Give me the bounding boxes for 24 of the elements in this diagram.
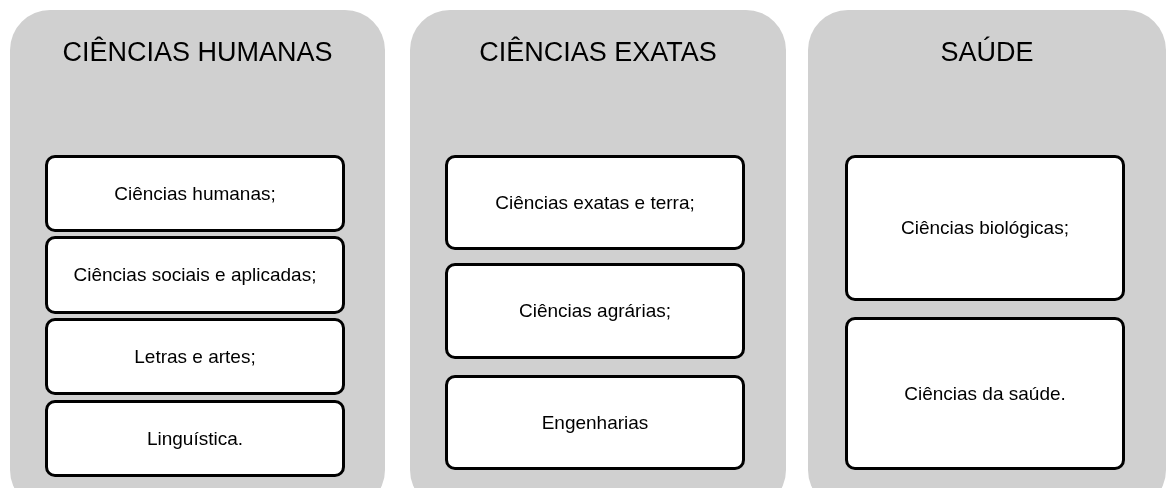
- item-box: [445, 155, 745, 250]
- panel-heading: CIÊNCIAS EXATAS: [478, 36, 718, 69]
- item-label: Ciências biológicas;: [901, 216, 1069, 240]
- item-box: [845, 317, 1125, 470]
- item-label: Ciências exatas e terra;: [495, 190, 695, 215]
- item-label: Ciências agrárias;: [518, 299, 672, 323]
- item-label: Linguística.: [146, 426, 244, 451]
- item-label: Letras e artes;: [134, 344, 256, 369]
- item-box: [445, 263, 745, 359]
- item-label: Engenharias: [541, 410, 649, 435]
- item-label: Ciências sociais e aplicadas;: [73, 263, 317, 287]
- category-panel: [808, 10, 1166, 488]
- category-panel: [10, 10, 385, 488]
- item-box: [45, 155, 345, 232]
- item-box: [45, 400, 345, 477]
- panel-heading: SAÚDE: [939, 36, 1035, 69]
- category-panel: [410, 10, 786, 488]
- item-label: Ciências humanas;: [114, 181, 276, 206]
- panel-heading: CIÊNCIAS HUMANAS: [61, 36, 334, 69]
- item-box: [45, 236, 345, 314]
- item-box: [845, 155, 1125, 301]
- item-label: Ciências da saúde.: [904, 381, 1066, 406]
- item-box: [445, 375, 745, 470]
- item-box: [45, 318, 345, 395]
